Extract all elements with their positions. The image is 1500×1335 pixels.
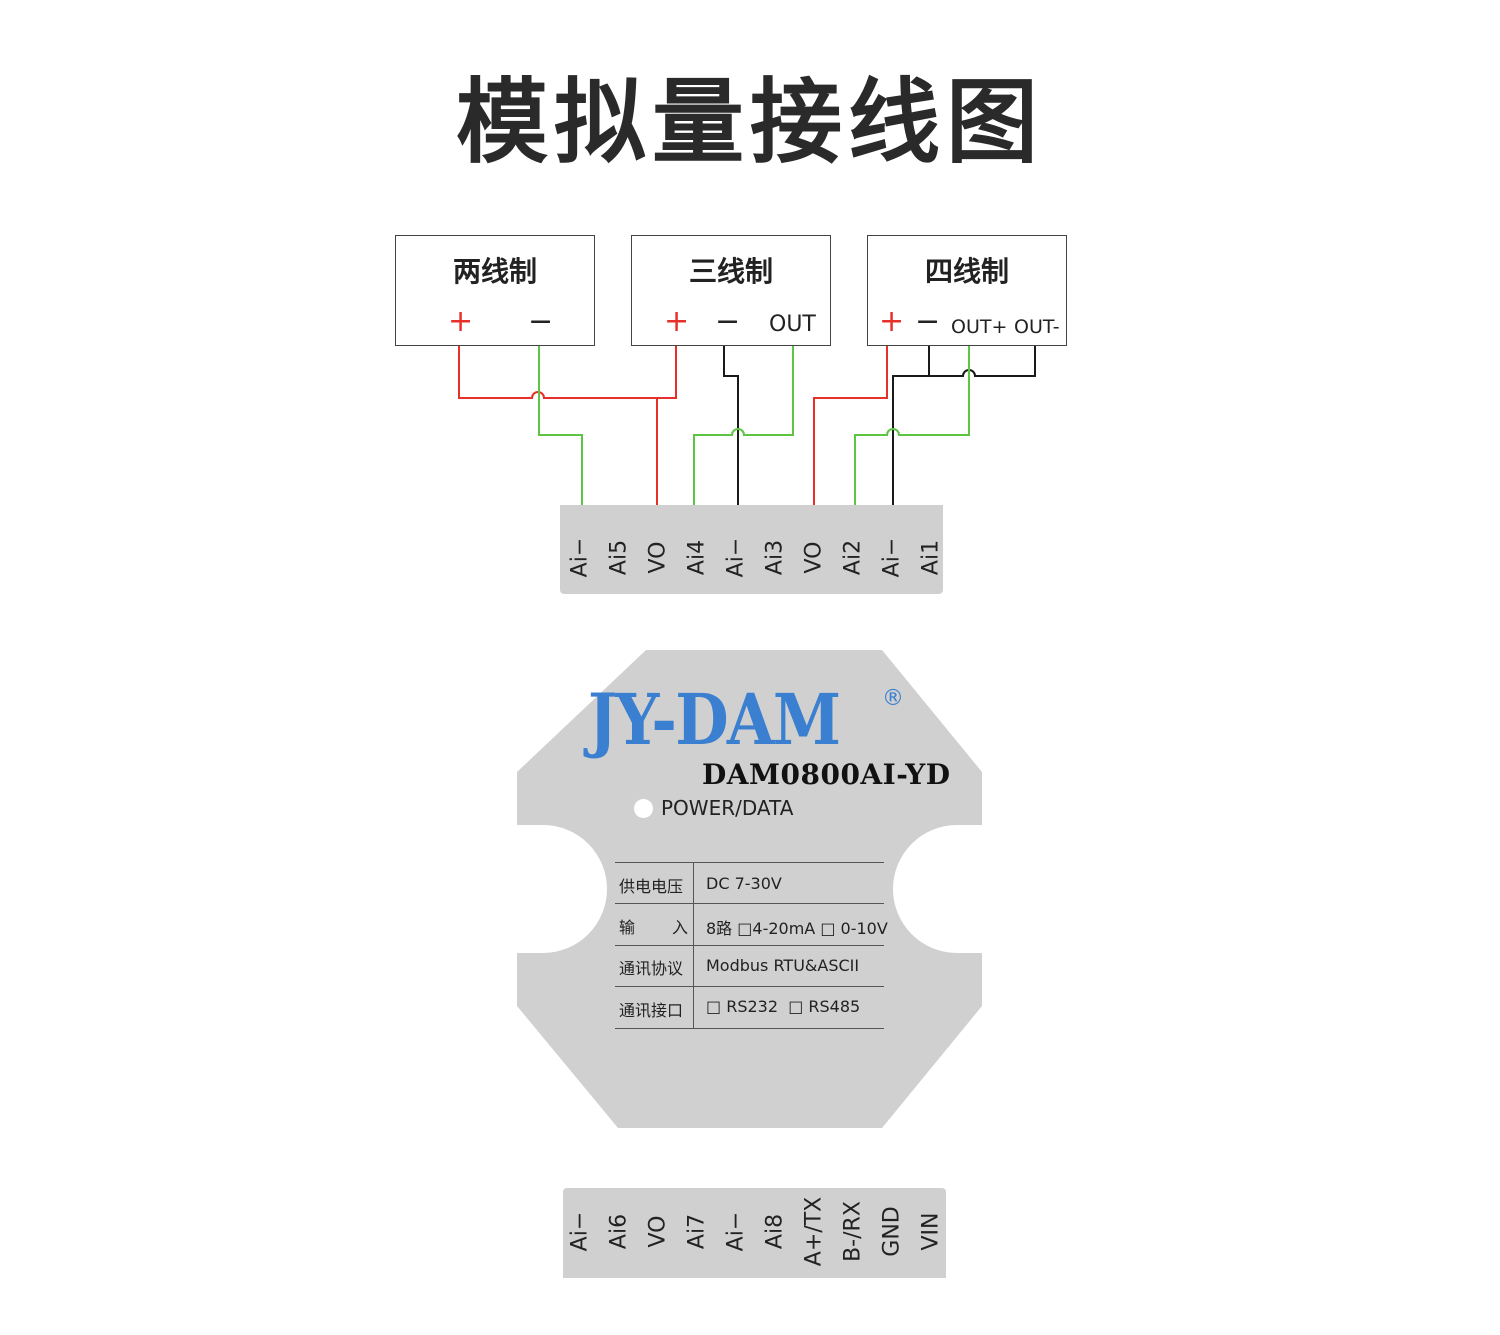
brand-logo: JY-DAM (588, 678, 841, 761)
minus-terminal-label: − (715, 304, 741, 339)
outminus-terminal-label: OUT- (1014, 316, 1060, 338)
bottom-terminal-label: A+/TX (801, 1196, 827, 1267)
registered-mark: ® (882, 686, 904, 711)
wire-4w-black-drop (892, 375, 929, 505)
sensor-title: 四线制 (924, 255, 1009, 288)
plus-terminal-label: + (448, 304, 474, 339)
outplus-terminal-label: OUT+ (951, 316, 1008, 338)
wire-3w-minus (723, 346, 739, 505)
bottom-terminal-label: Ai7 (684, 1213, 710, 1250)
power-led-indicator (634, 799, 653, 818)
bottom-terminal-strip (563, 1188, 946, 1278)
spec-key-input-right: 入 (672, 918, 689, 937)
plus-terminal-label: + (664, 304, 690, 339)
sensor-three-wire: 三线制 + − OUT (631, 235, 831, 346)
bottom-terminal-label: GND (879, 1206, 905, 1257)
led-label: POWER/DATA (661, 796, 794, 820)
spec-divider (615, 986, 884, 987)
spec-column-divider (693, 862, 694, 1028)
bottom-terminal-label: Ai− (723, 1211, 749, 1252)
top-terminal-strip (560, 505, 943, 594)
spec-divider (615, 1028, 884, 1029)
page-title: 模拟量接线图 (455, 69, 1044, 176)
wire-4w-plus (813, 346, 888, 505)
spec-divider (615, 945, 884, 946)
spec-key-input-left: 输 (619, 918, 636, 937)
spec-key-protocol: 通讯协议 (619, 959, 684, 978)
wire-2w-minus (538, 346, 583, 505)
spec-value-power: DC 7-30V (706, 874, 782, 893)
wire-4w-outplus (854, 346, 970, 505)
spec-divider (615, 903, 884, 904)
plus-terminal-label: + (879, 304, 905, 339)
sensor-two-wire: 两线制 + − (395, 235, 595, 346)
out-terminal-label: OUT (769, 312, 816, 337)
sensor-title: 三线制 (688, 255, 773, 288)
bottom-terminal-label: Ai− (567, 1211, 593, 1252)
wire-3w-plus (657, 346, 677, 399)
model-number: DAM0800AI-YD (702, 758, 951, 791)
bottom-terminal-label: Ai6 (606, 1213, 632, 1250)
spec-divider (615, 862, 884, 863)
bottom-terminal-label: Ai8 (762, 1213, 788, 1250)
bottom-terminal-label: B-/RX (840, 1201, 866, 1262)
bottom-terminal-label: VO (645, 1215, 671, 1248)
minus-terminal-label: − (915, 304, 941, 339)
minus-terminal-label: − (528, 304, 554, 339)
spec-key-interface: 通讯接口 (619, 1001, 684, 1020)
spec-key-power: 供电电压 (619, 877, 684, 896)
sensor-four-wire: 四线制 + − OUT+ OUT- (867, 235, 1067, 346)
bottom-terminal-label: VIN (918, 1212, 944, 1251)
spec-value-protocol: Modbus RTU&ASCII (706, 956, 860, 975)
sensor-title: 两线制 (452, 255, 537, 288)
wire-3w-out (693, 346, 794, 505)
spec-value-input: 8路 □4-20mA □ 0-10V (706, 919, 888, 938)
spec-value-interface: □ RS232 □ RS485 (706, 997, 861, 1016)
